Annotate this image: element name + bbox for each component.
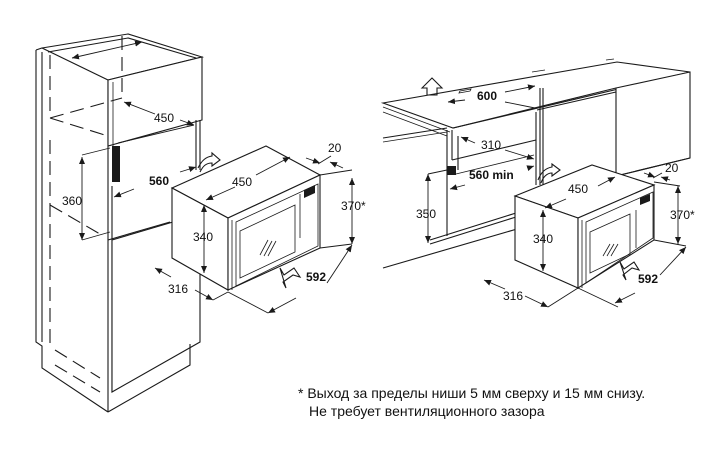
right-oven-width-label: 592 — [638, 272, 658, 286]
right-oven-side-label: 316 — [503, 289, 523, 303]
right-oven-height-label: 340 — [533, 232, 553, 246]
footnote-line-2: Не требует вентиляционного зазора — [309, 403, 545, 419]
left-oven-side-label: 316 — [168, 282, 188, 296]
right-oven-depth-label: 450 — [568, 182, 588, 196]
left-niche-height-label: 360 — [62, 194, 82, 208]
right-niche-width-label: 560 min — [469, 168, 514, 182]
right-cabinet-depth-label: 310 — [481, 138, 501, 152]
footnote-line-1: * Выход за пределы ниши 5 мм сверху и 15… — [298, 385, 646, 401]
left-front-offset-label: 20 — [328, 141, 342, 155]
right-niche-height-label: 350 — [416, 207, 436, 221]
right-front-offset-label: 20 — [665, 161, 679, 175]
left-niche-depth-label: 450 — [154, 111, 174, 125]
left-microwave-dimensions — [154, 155, 355, 314]
left-niche-width-label: 560 — [149, 174, 169, 188]
right-microwave-dimensions — [483, 171, 687, 308]
left-dimensions — [71, 40, 221, 241]
right-dimensions — [425, 84, 561, 243]
left-oven-height-label: 340 — [193, 230, 213, 244]
left-oven-width-label: 592 — [306, 270, 326, 284]
left-front-height-label: 370* — [341, 199, 366, 213]
left-oven-depth-label: 450 — [232, 175, 252, 189]
left-microwave — [170, 145, 322, 291]
right-cabinet-width-label: 600 — [477, 89, 497, 103]
right-front-height-label: 370* — [670, 208, 695, 222]
right-wall-cabinets — [380, 58, 691, 269]
